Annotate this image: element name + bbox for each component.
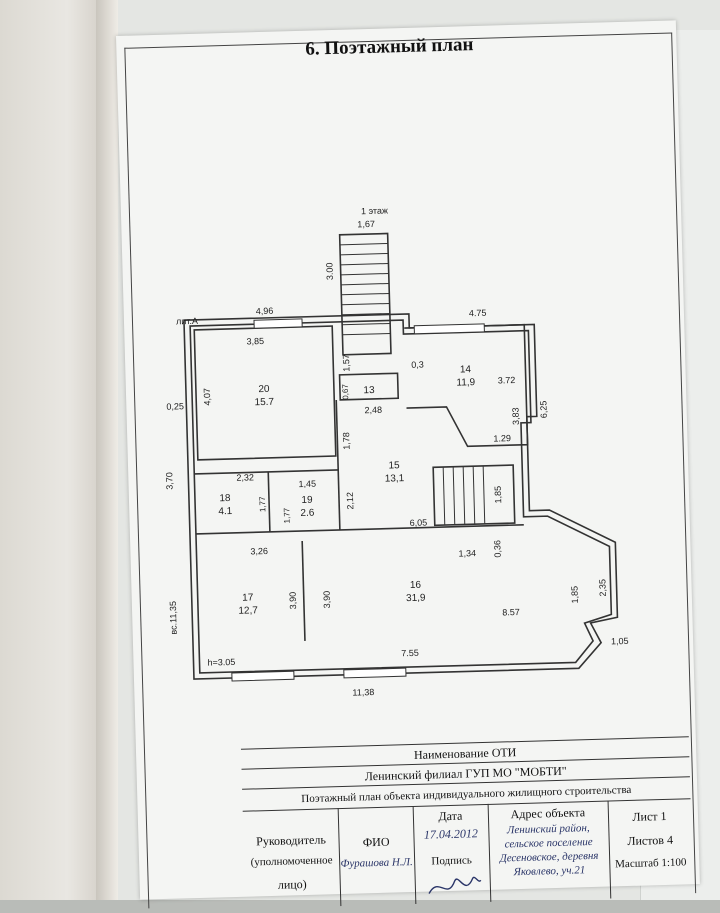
room-17-num: 17: [242, 592, 254, 603]
floor-plan: 1 этаж лит.А 1,67 3.00 4,96 4.75 3,85 4,…: [164, 205, 629, 698]
document-page: 6. Поэтажный план: [116, 20, 700, 910]
binder-cover-left: [0, 0, 112, 900]
room-16-num: 16: [410, 580, 422, 591]
dim-bottom: 11,38: [352, 687, 374, 698]
dim-r13-b: 2,48: [364, 405, 382, 415]
stamp-sheets-total: Листов 4: [627, 832, 674, 849]
dim-top-left: 4,96: [256, 306, 274, 316]
room-17-area: 12,7: [238, 605, 258, 617]
dim-r15-d: 6,05: [410, 518, 428, 528]
room-19-area: 2.6: [300, 508, 315, 519]
stamp-date-label: Дата: [438, 808, 463, 824]
dim-r16-c: 0,36: [492, 540, 502, 558]
ceiling-h: h=3.05: [207, 657, 235, 668]
room-15-area: 13,1: [385, 473, 405, 485]
room-16-area: 31,9: [406, 593, 426, 605]
dim-r19-b: 1,77: [282, 507, 291, 523]
stamp-date-value: 17.04.2012: [423, 826, 479, 842]
dim-r15-b: 2,12: [345, 492, 355, 510]
floor-label: 1 этаж: [361, 205, 388, 216]
dim-left: 3,70: [164, 472, 174, 490]
dim-top-right: 4.75: [469, 308, 487, 318]
room-20-area: 15.7: [254, 397, 274, 409]
dim-r14-c: 3,83: [511, 407, 521, 425]
stamp-fio-label: ФИО: [362, 834, 390, 850]
dim-r15-c: 1,85: [493, 486, 503, 504]
stamp-head-label-3: лицо): [277, 877, 307, 892]
stamp-scale: Масштаб 1:100: [615, 856, 687, 871]
room-19-num: 19: [301, 495, 313, 506]
dim-right-side: 6,25: [538, 401, 548, 419]
room-15-num: 15: [388, 460, 400, 471]
dim-wall: 0,25: [166, 401, 184, 411]
dim-r13-a: 0,67: [341, 383, 350, 399]
dim-r16-d: 8.57: [502, 607, 520, 617]
room-14-num: 14: [460, 364, 472, 375]
letter-label: лит.А: [176, 316, 198, 327]
dim-r20-top: 3,85: [246, 336, 264, 346]
dim-r13-w: 1,57: [341, 354, 351, 372]
dim-r14-b: 3.72: [498, 375, 516, 385]
dim-r19-a: 1,45: [298, 479, 316, 489]
title-block: Наименование ОТИ Ленинский филиал ГУП МО…: [240, 736, 694, 910]
dim-r18-a: 2,32: [236, 472, 254, 482]
stamp-address-value: Ленинский район, сельское поселение Десе…: [499, 822, 599, 879]
dim-r16-e: 7.55: [401, 648, 419, 658]
dim-stair-length: 3.00: [324, 262, 334, 280]
dim-r17-a: 3,26: [250, 546, 268, 556]
dim-bay-a: 2,35: [597, 579, 607, 597]
room-18-num: 18: [219, 493, 231, 504]
signature: [428, 876, 482, 894]
stamp-sheet: Лист 1: [632, 808, 667, 824]
binder-spine: [96, 0, 118, 900]
dim-r16-b: 1,34: [458, 548, 476, 558]
dim-r16-f: 1,85: [570, 586, 580, 604]
dim-r18-b: 1,77: [258, 496, 267, 512]
stamp-head-label: Руководитель: [255, 832, 327, 849]
room-14-area: 11,9: [456, 377, 475, 389]
room-20-num: 20: [258, 384, 270, 395]
room-13-num: 13: [363, 385, 375, 396]
stamp-sign-label: Подпись: [431, 854, 473, 868]
room-18-area: 4.1: [218, 506, 233, 517]
dim-stair-width: 1,67: [357, 219, 375, 229]
dim-r20-side: 4,07: [202, 388, 212, 406]
dim-r14-a: 0,3: [411, 360, 424, 370]
dim-r14-d: 1.29: [493, 433, 511, 443]
dim-r15-a: 1,78: [341, 432, 351, 450]
dim-bay-b: 1,05: [611, 636, 629, 646]
dim-r17-b: 3,90: [288, 592, 298, 610]
stamp-fio-value: Фурашова Н.Л.: [340, 856, 413, 871]
dim-left-total: вс.11,35: [168, 601, 179, 635]
dim-r16-a: 3,90: [322, 591, 332, 609]
